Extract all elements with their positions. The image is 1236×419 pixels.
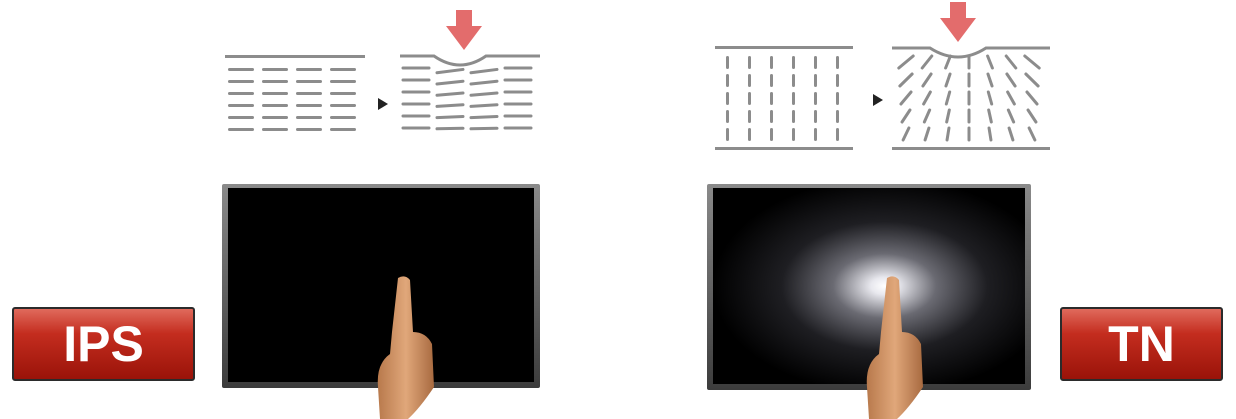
monitor-screen: [228, 188, 534, 382]
tn-crystal-before: [715, 46, 853, 150]
tn-crystal-diagram: [710, 0, 1060, 160]
ips-crystal-diagram: [220, 0, 550, 150]
ips-label: IPS: [12, 307, 195, 381]
ips-monitor: [220, 182, 545, 419]
triangle-right-icon: [378, 98, 388, 110]
monitor-screen: [713, 188, 1025, 384]
ips-crystal-before: [225, 55, 365, 131]
ips-crystal-after: [400, 56, 540, 129]
tn-label: TN: [1060, 307, 1223, 381]
down-arrow-icon: [446, 10, 482, 50]
triangle-right-icon: [873, 94, 883, 106]
tn-monitor: [705, 182, 1035, 419]
tn-crystal-after: [892, 48, 1050, 150]
down-arrow-icon: [940, 2, 976, 42]
